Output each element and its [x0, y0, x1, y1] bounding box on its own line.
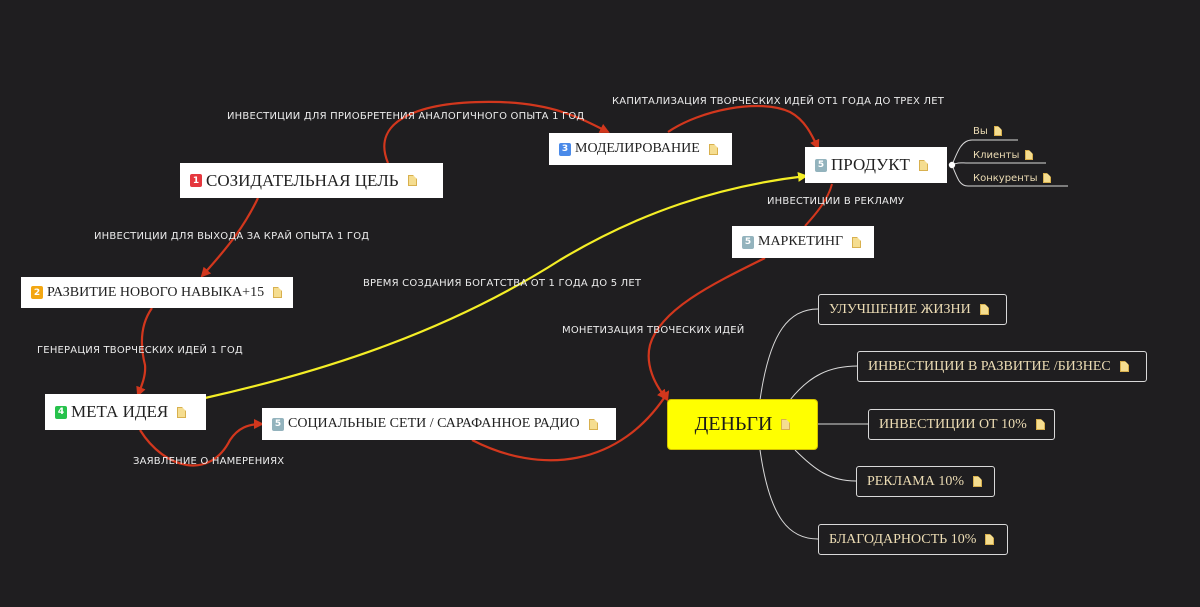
node-marketing[interactable]: 5 МАРКЕТИНГ — [732, 226, 874, 258]
connector-dengi-1 — [759, 308, 819, 401]
arrow-marketing-to-dengi[interactable] — [647, 257, 766, 400]
edge-label-monetizaciya: МОНЕТИЗАЦИЯ ТВОЧЕСКИХ ИДЕЙ — [562, 325, 745, 336]
leaf-vy[interactable]: Вы — [973, 124, 1002, 138]
edge-label-vremya: ВРЕМЯ СОЗДАНИЯ БОГАТСТВА ОТ 1 ГОДА ДО 5 … — [363, 278, 642, 289]
note-icon[interactable] — [1025, 150, 1034, 160]
arrow-socialnye-to-dengi[interactable] — [471, 390, 670, 462]
node-label: МОДЕЛИРОВАНИЕ — [575, 141, 700, 156]
node-meta-ideya[interactable]: 4 МЕТА ИДЕЯ — [45, 394, 206, 430]
node-label: СОЗИДАТЕЛЬНАЯ ЦЕЛЬ — [206, 170, 399, 190]
priority-badge: 5 — [272, 417, 284, 431]
node-socialnye-seti[interactable]: 5 СОЦИАЛЬНЫЕ СЕТИ / САРАФАННОЕ РАДИО — [262, 408, 616, 440]
connector-produkt-vy — [951, 139, 1018, 166]
edge-label-investicii-reklama: ИНВЕСТИЦИИ В РЕКЛАМУ — [767, 196, 905, 207]
arrow-meta-to-socialnye[interactable] — [139, 419, 264, 467]
priority-badge: 2 — [31, 286, 43, 299]
connector-produkt-klienty — [951, 162, 1046, 166]
note-icon[interactable] — [1119, 361, 1129, 372]
note-icon[interactable] — [979, 304, 989, 315]
note-icon[interactable] — [273, 287, 283, 298]
priority-badge: 5 — [742, 235, 754, 249]
edge-label-kapitalizaciya: КАПИТАЛИЗАЦИЯ ТВОРЧЕСКИХ ИДЕЙ ОТ1 ГОДА Д… — [612, 96, 945, 107]
priority-badge: 5 — [815, 158, 827, 172]
arrow-modelirovanie-to-produkt[interactable] — [667, 104, 820, 150]
money-child-investicii-biznes[interactable]: ИНВЕСТИЦИИ В РАЗВИТИЕ /БИЗНЕС — [857, 351, 1147, 382]
child-label: РЕКЛАМА 10% — [867, 473, 965, 489]
note-icon[interactable] — [852, 236, 862, 248]
node-label: РАЗВИТИЕ НОВОГО НАВЫКА+15 — [47, 284, 265, 300]
collapse-dot-icon[interactable] — [948, 161, 956, 169]
leaf-klienty[interactable]: Клиенты — [973, 148, 1034, 162]
child-label: БЛАГОДАРНОСТЬ 10% — [829, 531, 977, 547]
note-icon[interactable] — [973, 476, 983, 487]
edge-label-investicii-aktiv: ИНВЕСТИЦИИ ДЛЯ ПРИОБРЕТЕНИЯ АНАЛОГИЧНОГО… — [227, 111, 585, 122]
note-icon[interactable] — [993, 126, 1002, 136]
leaf-label: Конкуренты — [973, 172, 1038, 184]
child-label: ИНВЕСТИЦИИ ОТ 10% — [879, 416, 1027, 432]
note-icon[interactable] — [588, 418, 598, 430]
node-sozidatelnaya-cel[interactable]: 1 СОЗИДАТЕЛЬНАЯ ЦЕЛЬ — [180, 163, 443, 198]
priority-badge: 3 — [559, 142, 571, 156]
connector-dengi-2 — [789, 365, 859, 401]
node-label: ПРОДУКТ — [831, 155, 910, 174]
connector-dengi-5 — [759, 449, 819, 540]
leaf-label: Вы — [973, 125, 988, 137]
arrow-sozidatelnaya-to-razvitie[interactable] — [200, 197, 259, 278]
note-icon[interactable] — [1035, 419, 1045, 430]
arrow-razvitie-to-meta[interactable] — [136, 307, 153, 397]
note-icon[interactable] — [407, 175, 417, 186]
node-label: ДЕНЬГИ — [694, 413, 773, 435]
node-dengi[interactable]: ДЕНЬГИ — [667, 399, 818, 450]
money-child-uluchshenie[interactable]: УЛУЧШЕНИЕ ЖИЗНИ — [818, 294, 1007, 325]
note-icon[interactable] — [177, 406, 187, 418]
child-label: УЛУЧШЕНИЕ ЖИЗНИ — [829, 301, 971, 317]
edge-label-generaciya: ГЕНЕРАЦИЯ ТВОРЧЕСКИХ ИДЕЙ 1 ГОД — [37, 345, 243, 356]
node-modelirovanie[interactable]: 3 МОДЕЛИРОВАНИЕ — [549, 133, 732, 165]
edge-label-zayavlenie: ЗАЯВЛЕНИЕ О НАМЕРЕНИЯХ — [133, 456, 285, 467]
priority-badge: 1 — [190, 174, 202, 187]
node-label: СОЦИАЛЬНЫЕ СЕТИ / САРАФАННОЕ РАДИО — [288, 416, 580, 431]
leaf-konkurenty[interactable]: Конкуренты — [973, 171, 1052, 185]
priority-badge: 4 — [55, 405, 67, 419]
connector-dengi-4 — [794, 449, 857, 482]
node-razvitie-navyka[interactable]: 2 РАЗВИТИЕ НОВОГО НАВЫКА+15 — [21, 277, 293, 308]
line-produkt-marketing — [804, 183, 833, 227]
money-child-blagodarnost[interactable]: БЛАГОДАРНОСТЬ 10% — [818, 524, 1008, 555]
note-icon[interactable] — [985, 534, 995, 545]
edge-label-investicii-vyhod: ИНВЕСТИЦИИ ДЛЯ ВЫХОДА ЗА КРАЙ ОПЫТА 1 ГО… — [94, 231, 370, 242]
node-produkt[interactable]: 5 ПРОДУКТ — [805, 147, 947, 183]
node-label: МЕТА ИДЕЯ — [71, 402, 169, 421]
note-icon[interactable] — [918, 159, 928, 171]
money-child-investicii-10[interactable]: ИНВЕСТИЦИИ ОТ 10% — [868, 409, 1055, 440]
node-label: МАРКЕТИНГ — [758, 234, 844, 249]
note-icon[interactable] — [781, 419, 791, 430]
money-child-reklama[interactable]: РЕКЛАМА 10% — [856, 466, 995, 497]
leaf-label: Клиенты — [973, 149, 1020, 161]
note-icon[interactable] — [708, 143, 718, 155]
child-label: ИНВЕСТИЦИИ В РАЗВИТИЕ /БИЗНЕС — [868, 358, 1111, 374]
note-icon[interactable] — [1043, 173, 1052, 183]
arrow-meta-to-produkt[interactable] — [204, 171, 808, 400]
arrow-sozidatelnaya-to-modelirovanie[interactable] — [383, 100, 610, 164]
connector-produkt-konkurenty — [951, 164, 1068, 187]
